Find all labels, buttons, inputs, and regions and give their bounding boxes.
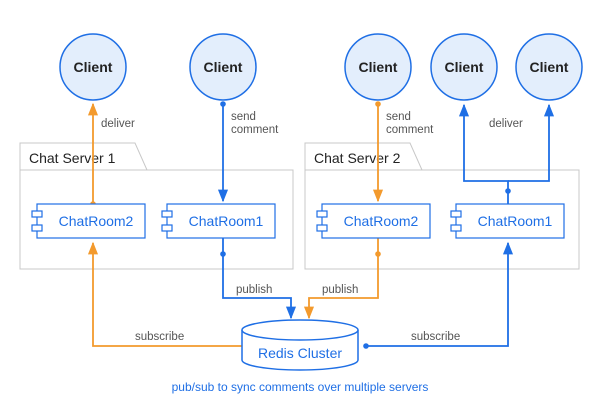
deliver-arrow-2b [508, 103, 555, 182]
diagram-caption: pub/sub to sync comments over multiple s… [172, 380, 429, 394]
comment-label-2: comment [386, 124, 434, 136]
send-label-1: send [231, 111, 256, 123]
redis-label: Redis Cluster [258, 345, 342, 361]
client-label: Client [530, 59, 569, 75]
component-port-icon [31, 224, 43, 232]
chat-server-2: Chat Server 2 [304, 142, 580, 270]
publish-arrow-2 [303, 238, 379, 320]
publish-arrow-1 [222, 238, 297, 320]
component-port-icon [450, 210, 462, 218]
subscribe-label-1: subscribe [135, 331, 184, 343]
chatroom-label: ChatRoom1 [189, 213, 264, 229]
database-top [241, 319, 359, 341]
subscribe-arrow-2 [366, 241, 514, 347]
connector-dot [375, 251, 381, 257]
deliver-label-2: deliver [489, 118, 523, 130]
connector-dot [505, 188, 511, 194]
connector-dot [220, 101, 226, 107]
chat-server-1: Chat Server 1 [19, 142, 294, 270]
client-node-3[interactable]: Client [344, 33, 412, 101]
connector-dot [375, 101, 381, 107]
chatroom-component-s2-b[interactable]: ChatRoom1 [450, 203, 565, 239]
client-label: Client [74, 59, 113, 75]
connector-dot [220, 251, 226, 257]
chatroom-label: ChatRoom1 [478, 213, 553, 229]
server-2-frame [304, 169, 580, 270]
chatroom-component-s1-b[interactable]: ChatRoom1 [161, 203, 276, 239]
redis-cluster-database[interactable]: Redis Cluster [241, 319, 359, 371]
client-node-4[interactable]: Client [430, 33, 498, 101]
server-1-title: Chat Server 1 [29, 150, 116, 166]
publish-label-1: publish [236, 284, 272, 296]
component-port-icon [161, 224, 173, 232]
chatroom-component-s2-a[interactable]: ChatRoom2 [316, 203, 431, 239]
connector-dot [363, 343, 369, 349]
server-1-tab [19, 142, 148, 171]
client-node-5[interactable]: Client [515, 33, 583, 101]
publish-label-2: publish [322, 284, 358, 296]
chatroom-label: ChatRoom2 [344, 213, 419, 229]
client-node-2[interactable]: Client [189, 33, 257, 101]
send-label-2: send [386, 111, 411, 123]
server-2-title: Chat Server 2 [314, 150, 401, 166]
component-port-icon [316, 210, 328, 218]
client-label: Client [445, 59, 484, 75]
client-label: Client [204, 59, 243, 75]
deliver-label-1: deliver [101, 118, 135, 130]
client-label: Client [359, 59, 398, 75]
server-2-tab [304, 142, 423, 171]
chatroom-component-s1-a[interactable]: ChatRoom2 [31, 203, 146, 239]
component-port-icon [31, 210, 43, 218]
comment-label-1: comment [231, 124, 279, 136]
subscribe-label-2: subscribe [411, 331, 460, 343]
server-1-frame [19, 169, 294, 270]
component-port-icon [161, 210, 173, 218]
database-icon [241, 330, 359, 371]
client-node-1[interactable]: Client [59, 33, 127, 101]
component-port-icon [450, 224, 462, 232]
chatroom-label: ChatRoom2 [59, 213, 134, 229]
component-port-icon [316, 224, 328, 232]
subscribe-arrow-1 [87, 241, 255, 347]
